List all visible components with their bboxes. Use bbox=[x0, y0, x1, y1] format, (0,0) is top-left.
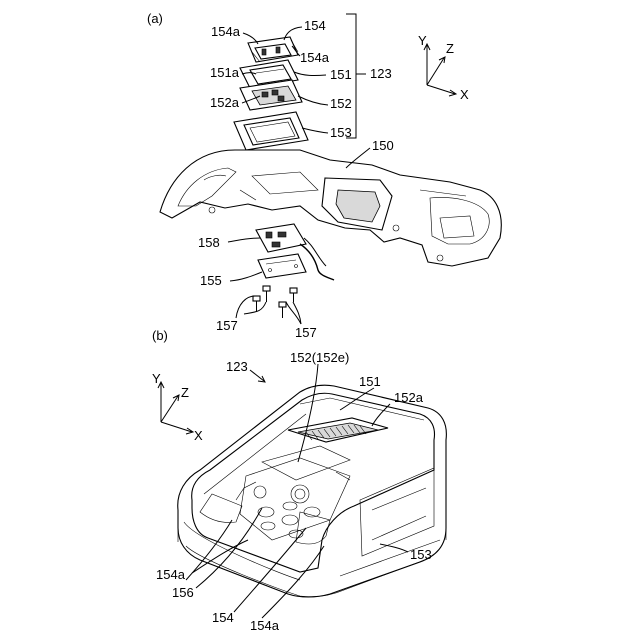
axis-y-label: Y bbox=[418, 33, 427, 48]
label-154a-right: 154a bbox=[300, 50, 330, 65]
axis-y-label-b: Y bbox=[152, 371, 161, 386]
label-152a-b: 152a bbox=[394, 390, 424, 405]
label-153: 153 bbox=[330, 125, 352, 140]
label-123: 123 bbox=[370, 66, 392, 81]
axis-indicator-a: Y Z X bbox=[418, 33, 469, 102]
label-152: 152 bbox=[330, 96, 352, 111]
panel-b-title: (b) bbox=[152, 328, 168, 343]
label-154-b: 154 bbox=[212, 610, 234, 625]
label-152a: 152a bbox=[210, 95, 240, 110]
label-123-b: 123 bbox=[226, 359, 248, 374]
label-157-left: 157 bbox=[216, 318, 238, 333]
part-157-screws bbox=[253, 286, 297, 318]
label-156: 156 bbox=[172, 585, 194, 600]
label-150: 150 bbox=[372, 138, 394, 153]
part-153 bbox=[234, 112, 308, 150]
label-154a-left: 154a bbox=[211, 24, 241, 39]
label-151-b: 151 bbox=[359, 374, 381, 389]
label-154: 154 bbox=[304, 18, 326, 33]
axis-indicator-b: Y Z X bbox=[152, 371, 203, 443]
label-158: 158 bbox=[198, 235, 220, 250]
label-151a: 151a bbox=[210, 65, 240, 80]
panel-a-title: (a) bbox=[147, 11, 163, 26]
label-154a-left-b: 154a bbox=[156, 567, 186, 582]
label-152e: 152(152e) bbox=[290, 350, 349, 365]
label-157-right: 157 bbox=[295, 325, 317, 340]
label-153-b: 153 bbox=[410, 547, 432, 562]
panel-b: (b) Y Z X 123 bbox=[152, 328, 446, 633]
label-155: 155 bbox=[200, 273, 222, 288]
label-154a-bottom-b: 154a bbox=[250, 618, 280, 633]
panel-a: (a) Y Z X bbox=[147, 11, 501, 340]
axis-z-label-b: Z bbox=[181, 385, 189, 400]
axis-x-label: X bbox=[460, 87, 469, 102]
axis-x-label-b: X bbox=[194, 428, 203, 443]
part-155 bbox=[258, 254, 306, 278]
axis-z-label: Z bbox=[446, 41, 454, 56]
label-151: 151 bbox=[330, 67, 352, 82]
assembly-body bbox=[178, 385, 447, 597]
